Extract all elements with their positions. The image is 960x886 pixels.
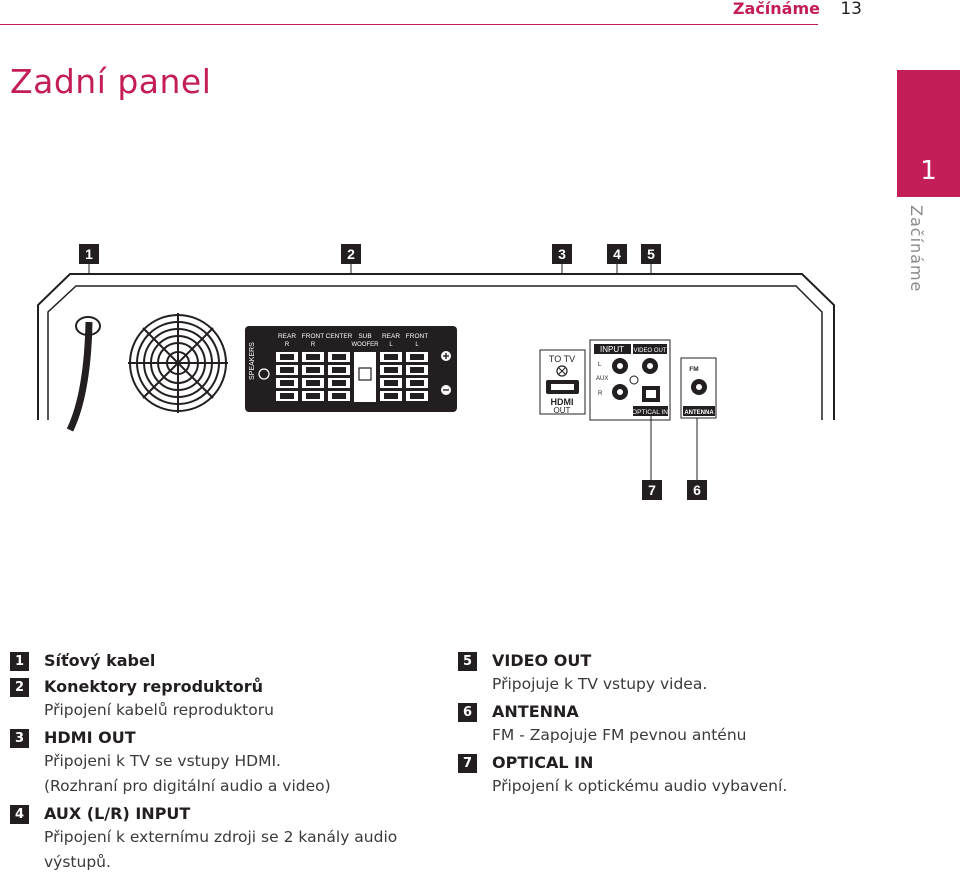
header-section-title: Začínáme (732, 0, 820, 18)
terminal-label: REAR (278, 333, 296, 340)
rear-panel-diagram: 1 2 3 4 5 (37, 244, 835, 500)
legend-item-video-out: 5 VIDEO OUT Připojuje k TV vstupy videa. (458, 650, 928, 697)
legend-description: Připojuje k TV vstupy videa. (492, 675, 708, 693)
legend-description-continued: výstupů. (44, 853, 111, 871)
legend-title: VIDEO OUT (492, 651, 592, 670)
legend-left: 1 Síťový kabel 2 Konektory reproduktorů … (10, 650, 430, 879)
svg-text:TO TV: TO TV (549, 354, 575, 364)
terminal-sublabel: L (389, 342, 393, 348)
svg-text:INPUT: INPUT (600, 345, 624, 354)
svg-text:6: 6 (693, 482, 701, 498)
antenna-section: FM ANTENNA (680, 357, 717, 419)
svg-text:7: 7 (648, 482, 656, 498)
svg-text:AUX: AUX (596, 376, 608, 382)
speaker-terminal: FRONT L (406, 333, 428, 401)
header-rule (0, 24, 818, 25)
legend-item-hdmi-out: 3 HDMI OUT Připojeni k TV se vstupy HDMI… (10, 727, 430, 799)
speaker-terminal: REAR L (380, 333, 402, 401)
chapter-number: 1 (920, 156, 937, 186)
callout-6: 6 (687, 418, 707, 500)
legend-description-note: (Rozhraní pro digitální audio a video) (44, 777, 331, 795)
legend-item-speaker-connectors: 2 Konektory reproduktorů Připojení kabel… (10, 676, 430, 723)
legend-number: 1 (10, 652, 29, 671)
legend-number: 5 (458, 652, 477, 671)
legend-number: 3 (10, 729, 29, 748)
legend-right: 5 VIDEO OUT Připojuje k TV vstupy videa.… (458, 650, 928, 803)
legend-title: Konektory reproduktorů (44, 677, 264, 696)
legend-number: 4 (10, 805, 29, 824)
svg-text:2: 2 (347, 246, 355, 262)
chapter-label: Začínáme (907, 205, 926, 293)
terminal-label: SUB (358, 333, 371, 340)
svg-text:1: 1 (85, 246, 93, 262)
svg-text:5: 5 (647, 246, 655, 262)
svg-text:HDMI: HDMI (551, 397, 574, 407)
legend-item-power-cord: 1 Síťový kabel (10, 650, 430, 672)
chapter-tab: 1 (897, 70, 960, 197)
input-section: INPUT VIDEO OUT L AUX R OPTICAL IN (589, 339, 671, 421)
svg-text:OUT: OUT (554, 406, 571, 415)
legend-description: Připojení k externímu zdroji se 2 kanály… (44, 828, 398, 846)
speaker-terminal: SUB WOOFER (352, 333, 380, 402)
legend-title: AUX (L/R) INPUT (44, 804, 191, 823)
legend-title: OPTICAL IN (492, 753, 594, 772)
terminal-label: REAR (382, 333, 400, 340)
terminal-sublabel: WOOFER (352, 342, 380, 348)
terminal-sublabel: L (415, 342, 419, 348)
legend-number: 7 (458, 754, 477, 773)
legend-item-antenna: 6 ANTENNA FM - Zapojuje FM pevnou anténu (458, 701, 928, 748)
svg-text:FM: FM (689, 366, 698, 373)
legend-item-optical-in: 7 OPTICAL IN Připojení k optickému audio… (458, 752, 928, 799)
svg-text:R: R (598, 391, 603, 397)
power-cord (66, 316, 101, 432)
page-title: Zadní panel (10, 62, 212, 101)
terminal-label: CENTER (326, 333, 353, 340)
svg-text:L: L (598, 362, 602, 368)
legend-title: HDMI OUT (44, 728, 136, 747)
legend-description: Připojení k optickému audio vybavení. (492, 777, 788, 795)
legend-number: 2 (10, 678, 29, 697)
speaker-terminal: FRONT R (302, 333, 324, 401)
hdmi-section: TO TV HDMI OUT (539, 349, 586, 415)
svg-text:3: 3 (558, 246, 566, 262)
legend-number: 6 (458, 703, 477, 722)
svg-text:SPEAKERS: SPEAKERS (249, 342, 256, 380)
terminal-label: FRONT (406, 333, 428, 340)
terminal-sublabel: R (285, 342, 290, 348)
terminal-label: FRONT (302, 333, 324, 340)
svg-text:ANTENNA: ANTENNA (684, 410, 714, 416)
speaker-terminal: REAR R (276, 333, 298, 401)
cooling-fan (128, 313, 228, 413)
speaker-terminal: CENTER (326, 333, 353, 401)
legend-item-aux-input: 4 AUX (L/R) INPUT Připojení k externímu … (10, 803, 430, 875)
svg-text:OPTICAL IN: OPTICAL IN (632, 409, 668, 416)
callout-7: 7 (642, 416, 662, 500)
legend-description: Připojení kabelů reproduktoru (44, 701, 274, 719)
svg-text:4: 4 (613, 246, 621, 262)
legend-title: ANTENNA (492, 702, 579, 721)
legend-title: Síťový kabel (44, 651, 156, 670)
terminal-sublabel: R (311, 342, 316, 348)
page-header: Začínáme 13 (0, 0, 960, 30)
svg-text:VIDEO OUT: VIDEO OUT (633, 348, 666, 354)
legend-description: FM - Zapojuje FM pevnou anténu (492, 726, 747, 744)
legend-description: Připojeni k TV se vstupy HDMI. (44, 752, 281, 770)
page-number: 13 (840, 0, 862, 19)
